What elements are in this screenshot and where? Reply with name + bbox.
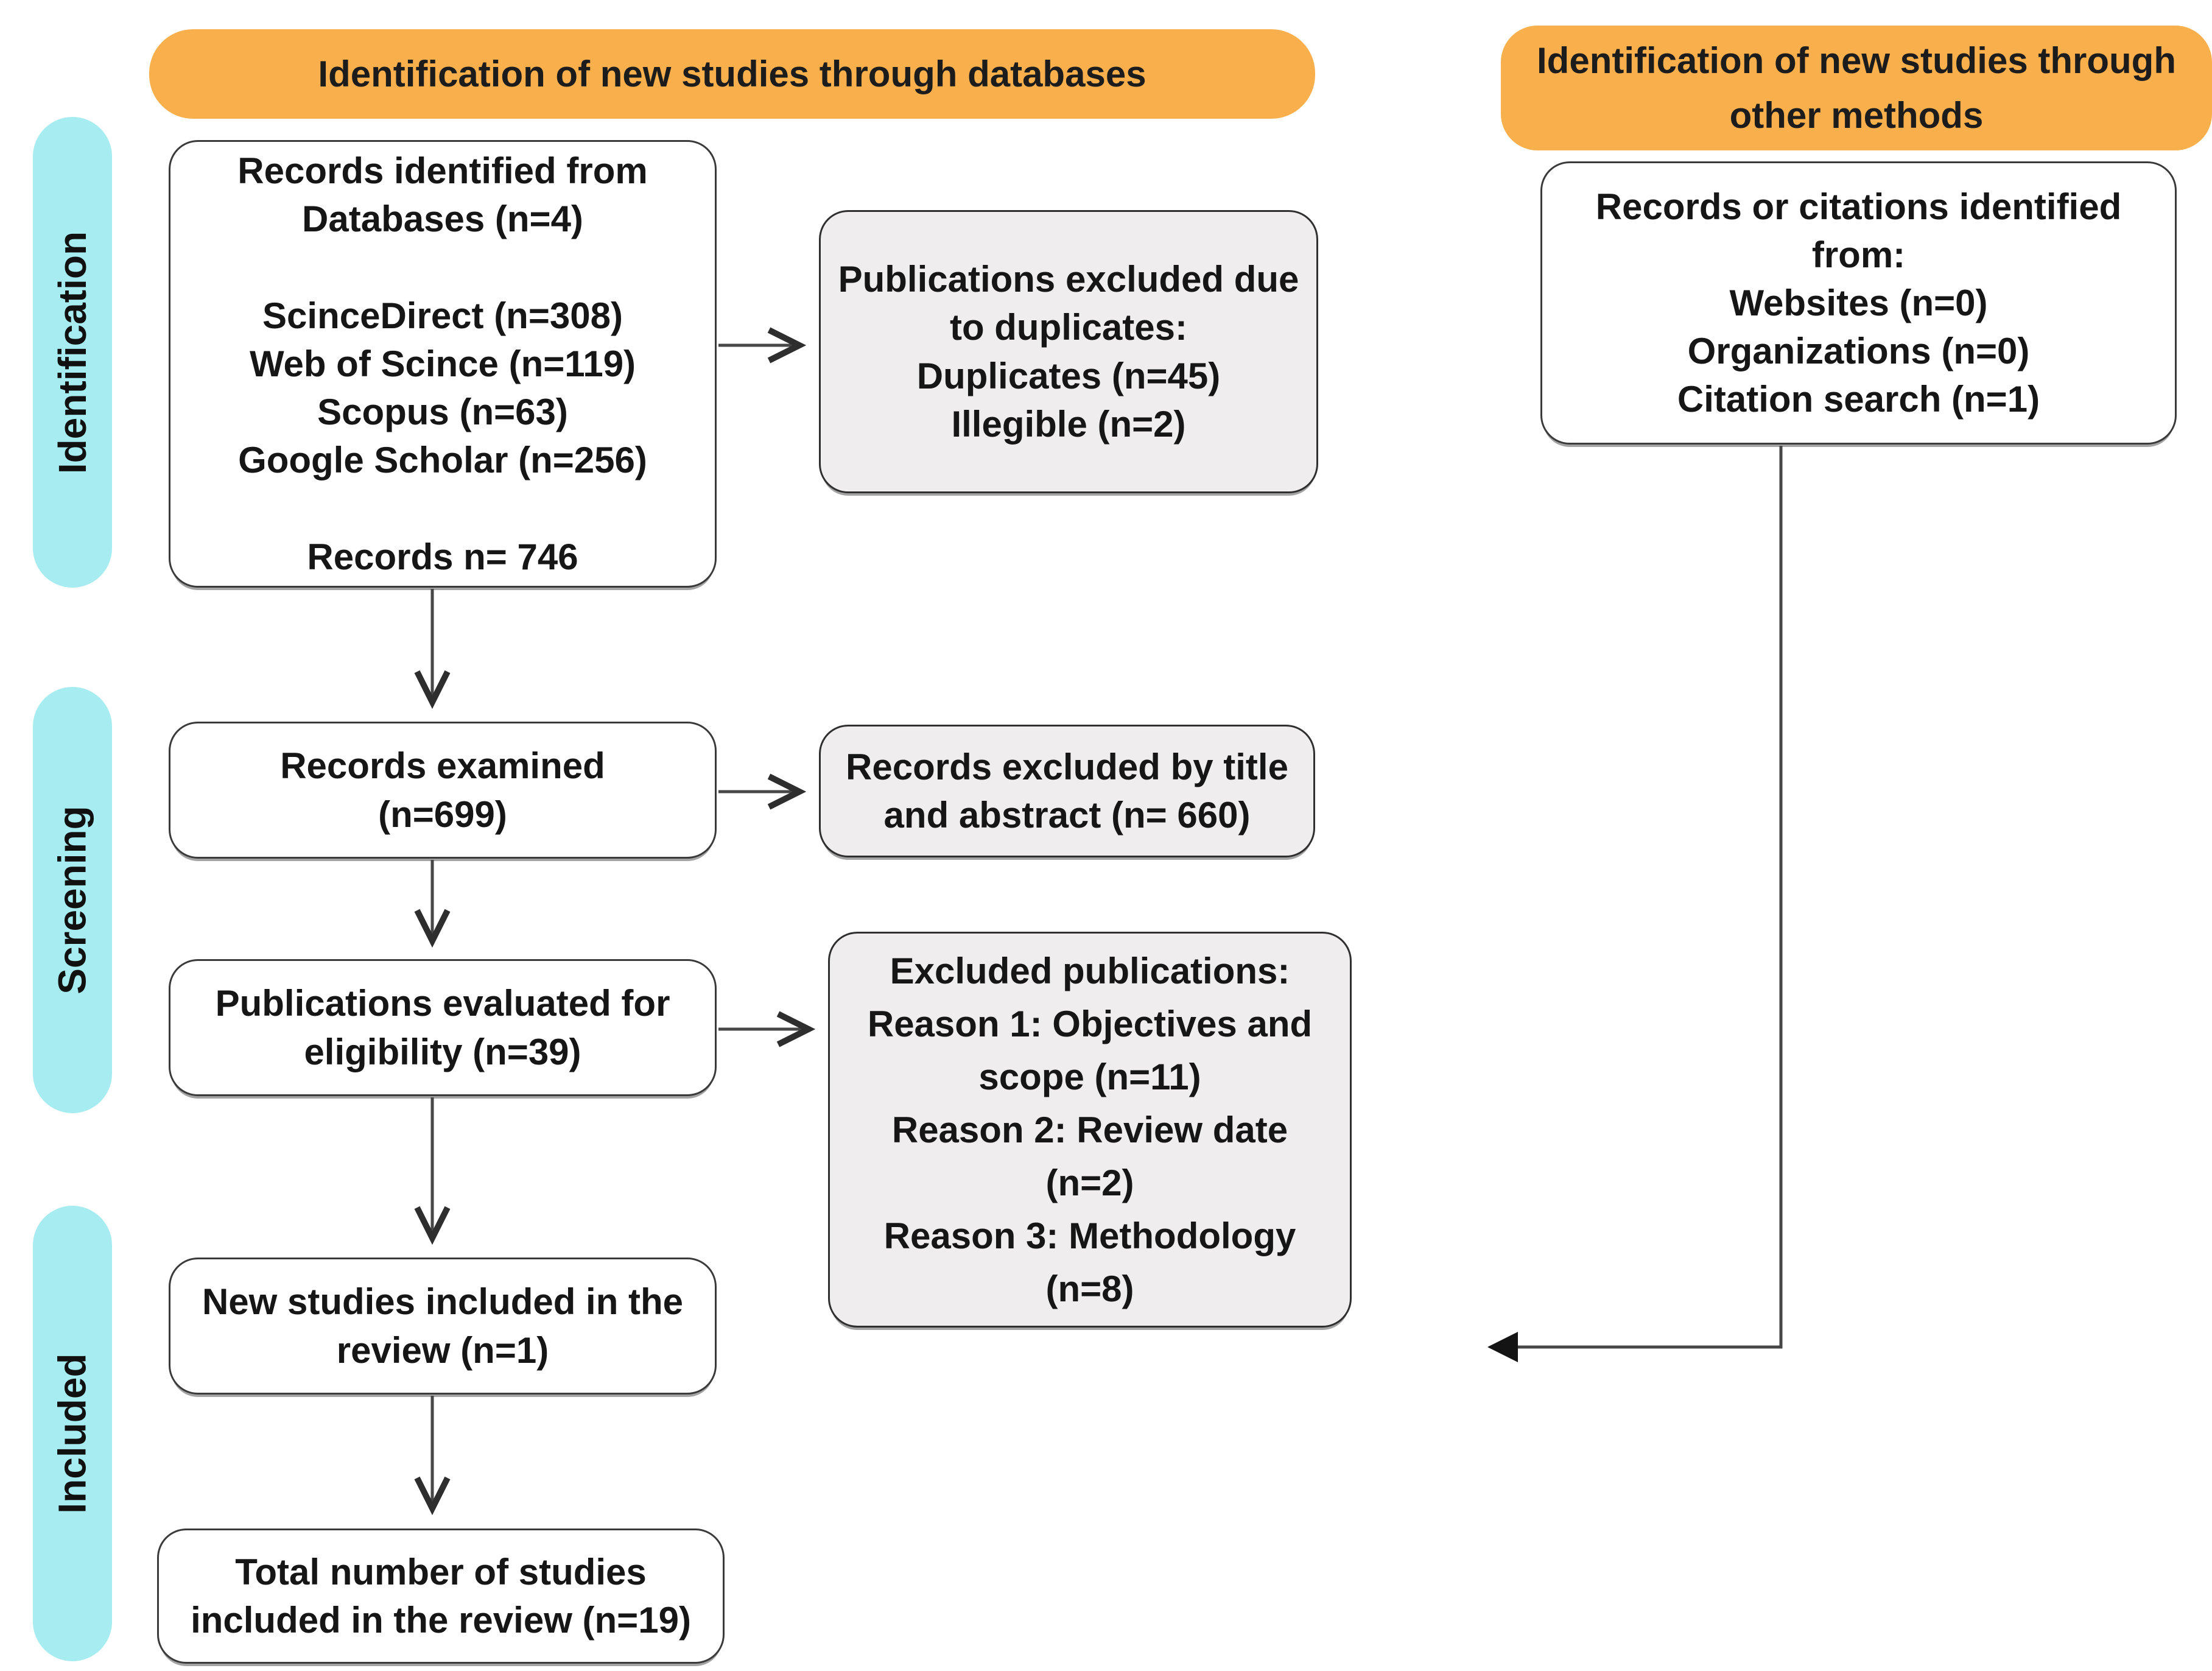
box-records-excluded-title-abstract: Records excluded by title and abstract (… — [819, 725, 1315, 857]
box-total-studies-included: Total number of studies included in the … — [157, 1529, 725, 1664]
stage-label-included: Included — [51, 1353, 94, 1514]
box-new-studies-included: New studies included in the review (n=1) — [169, 1258, 717, 1395]
stage-label-identification: Identification — [51, 231, 94, 474]
box-records-examined: Records examined (n=699) — [169, 722, 717, 859]
box-records-identified: Records identified from Databases (n=4) … — [169, 140, 717, 588]
box-other-methods-records: Records or citations identified from: We… — [1540, 161, 2177, 445]
banner-other-methods: Identification of new studies through ot… — [1501, 26, 2212, 150]
stage-label-screening: Screening — [51, 806, 94, 994]
stage-pill-screening: Screening — [33, 687, 112, 1113]
box-duplicates-excluded: Publications excluded due to duplicates:… — [819, 210, 1318, 493]
box-publications-evaluated: Publications evaluated for eligibility (… — [169, 959, 717, 1096]
stage-pill-identification: Identification — [33, 117, 112, 588]
banner-databases: Identification of new studies through da… — [149, 29, 1315, 119]
arrow-other-methods-to-included — [1487, 446, 1783, 1362]
stage-pill-included: Included — [33, 1206, 112, 1661]
box-excluded-publications: Excluded publications: Reason 1: Objecti… — [828, 932, 1352, 1328]
